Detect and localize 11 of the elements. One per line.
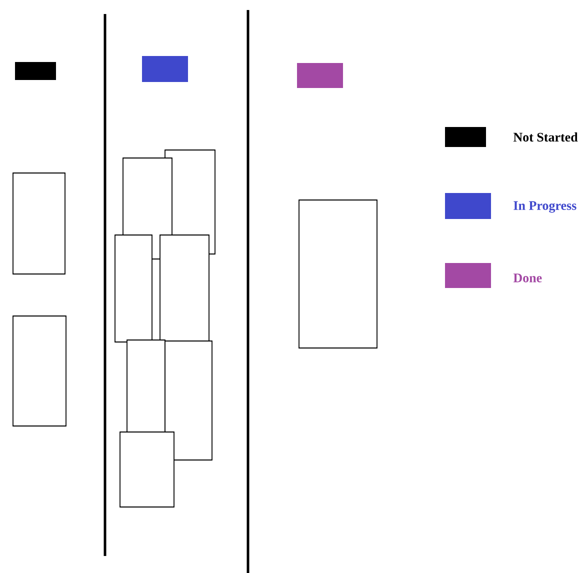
card	[12, 316, 66, 426]
card	[12, 172, 66, 274]
legend-label: Not Started	[513, 132, 578, 142]
legend-label: Done	[513, 274, 542, 282]
card	[298, 200, 378, 348]
card	[126, 340, 166, 432]
card	[114, 234, 152, 342]
card	[164, 340, 212, 460]
card	[160, 234, 210, 342]
legend-label: In Progress	[514, 201, 576, 213]
card	[120, 432, 174, 508]
